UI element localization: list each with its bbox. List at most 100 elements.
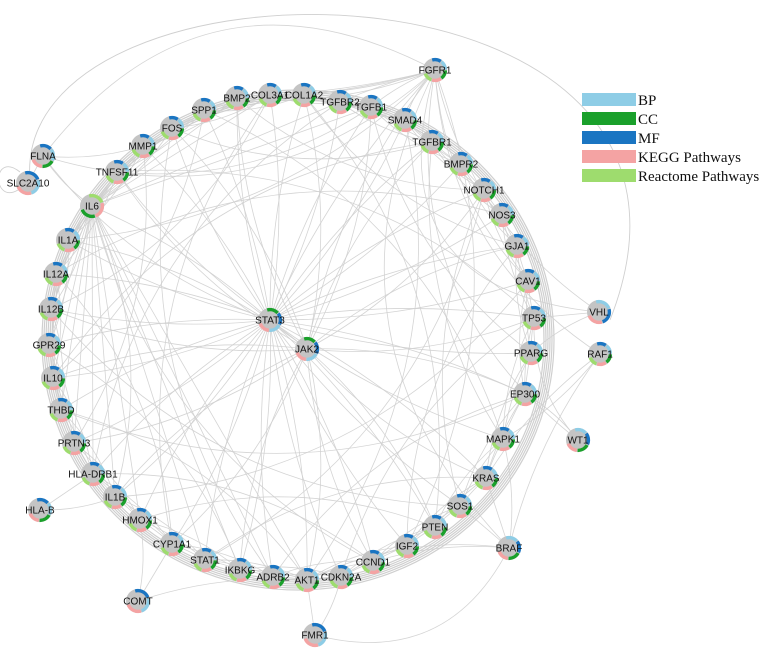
- node-il6[interactable]: IL6: [80, 193, 105, 219]
- node-ring-segment: [346, 567, 354, 577]
- edge: [485, 353, 601, 479]
- edge: [269, 319, 342, 578]
- node-cyp1a1[interactable]: CYP1A1: [153, 531, 192, 557]
- node-bmp2[interactable]: BMP2: [223, 85, 251, 111]
- node-ring-segment: [30, 179, 41, 195]
- node-ring-segment: [192, 112, 202, 122]
- node-slc2a10[interactable]: SLC2A10: [7, 170, 50, 196]
- node-fos[interactable]: FOS: [160, 115, 185, 141]
- node-spp1[interactable]: SPP1: [191, 97, 217, 123]
- node-ring-segment: [527, 340, 538, 346]
- node-il10[interactable]: IL10: [41, 365, 66, 391]
- node-fgfr1[interactable]: FGFR1: [419, 57, 452, 83]
- node-ring-segment: [266, 82, 277, 88]
- node-tnfsf11[interactable]: TNFSF11: [96, 159, 139, 185]
- node-ring-segment: [41, 380, 51, 390]
- edge: [269, 319, 408, 547]
- node-mmp1[interactable]: MMP1: [129, 133, 158, 159]
- node-braf[interactable]: BRAF: [496, 535, 523, 561]
- node-ring-segment: [148, 136, 156, 146]
- node-il12a[interactable]: IL12A: [43, 261, 69, 287]
- node-ikbkg[interactable]: IKBKG: [225, 557, 256, 583]
- node-circle: [56, 228, 80, 252]
- node-ring-segment: [210, 550, 218, 560]
- edge: [508, 353, 601, 549]
- node-gja1[interactable]: GJA1: [504, 233, 530, 259]
- node-ring-segment: [295, 351, 307, 362]
- node-fmr1[interactable]: FMR1: [301, 622, 329, 648]
- node-hmox1[interactable]: HMOX1: [122, 507, 158, 533]
- node-pten[interactable]: PTEN: [422, 514, 449, 540]
- legend-swatch-cc: [582, 112, 636, 125]
- node-ring-segment: [574, 427, 587, 435]
- edge: [306, 348, 436, 528]
- node-col3a1[interactable]: COL3A1: [251, 82, 290, 108]
- node-hla-drb1[interactable]: HLA-DRB1: [68, 461, 118, 487]
- edge: [92, 473, 173, 545]
- node-prtn3[interactable]: PRTN3: [58, 430, 91, 456]
- node-il12b[interactable]: IL12B: [38, 296, 64, 322]
- node-wt1[interactable]: WT1: [566, 427, 591, 453]
- node-tgfbr2[interactable]: TGFBR2: [320, 89, 360, 115]
- node-ring-segment: [539, 308, 547, 318]
- node-stat3[interactable]: STAT3: [255, 307, 285, 333]
- node-circle: [393, 108, 417, 132]
- node-ep300[interactable]: EP300: [510, 381, 540, 407]
- node-ring-segment: [236, 577, 247, 583]
- node-label: FGFR1: [419, 66, 452, 77]
- node-col1a2[interactable]: COL1A2: [285, 82, 324, 108]
- node-thbd[interactable]: THBD: [47, 397, 75, 423]
- node-ring-segment: [403, 553, 414, 559]
- node-nos3[interactable]: NOS3: [488, 202, 516, 228]
- node-circle: [329, 565, 353, 589]
- node-pparg[interactable]: PPARG: [514, 340, 548, 366]
- node-label: IL10: [43, 374, 63, 385]
- node-tgfb1[interactable]: TGFB1: [355, 94, 388, 120]
- node-stat1[interactable]: STAT1: [190, 547, 220, 573]
- node-ring-segment: [369, 549, 380, 555]
- node-ring-segment: [367, 114, 378, 120]
- node-circle: [80, 194, 104, 218]
- node-flna[interactable]: FLNA: [30, 143, 56, 169]
- node-notch1[interactable]: NOTCH1: [463, 177, 505, 203]
- node-akt1[interactable]: AKT1: [294, 567, 320, 593]
- node-ring-segment: [329, 579, 339, 589]
- node-circle: [474, 466, 498, 490]
- node-ring-segment: [309, 85, 317, 95]
- node-circle: [491, 427, 515, 451]
- node-il1b[interactable]: IL1B: [103, 484, 128, 510]
- node-smad4[interactable]: SMAD4: [388, 107, 423, 133]
- node-ccnd1[interactable]: CCND1: [356, 549, 391, 575]
- node-igf2[interactable]: IGF2: [395, 533, 420, 559]
- node-jak2[interactable]: JAK2: [295, 336, 320, 362]
- edge: [91, 205, 308, 581]
- node-vhl[interactable]: VHL: [587, 299, 612, 325]
- node-circle: [228, 558, 252, 582]
- node-ring-segment: [113, 159, 124, 165]
- node-adrb2[interactable]: ADRB2: [256, 564, 290, 590]
- node-sos1[interactable]: SOS1: [447, 493, 474, 519]
- node-label: STAT3: [255, 316, 285, 327]
- node-ring-segment: [456, 493, 467, 499]
- node-raf1[interactable]: RAF1: [587, 341, 613, 367]
- node-circle: [192, 98, 216, 122]
- node-comt[interactable]: COMT: [123, 588, 153, 614]
- node-ring-segment: [70, 450, 81, 456]
- edge: [60, 205, 93, 411]
- node-tp53[interactable]: TP53: [522, 305, 547, 331]
- node-circle: [505, 234, 529, 258]
- node-ring-segment: [306, 353, 318, 362]
- node-hla-b[interactable]: HLA-B: [25, 497, 55, 523]
- node-il1a[interactable]: IL1A: [56, 227, 81, 253]
- node-label: FMR1: [301, 631, 329, 642]
- node-ring-segment: [313, 341, 320, 355]
- edge: [306, 141, 433, 350]
- node-mapk1[interactable]: MAPK1: [486, 426, 520, 452]
- node-kras[interactable]: KRAS: [472, 465, 500, 491]
- node-cav1[interactable]: CAV1: [515, 268, 541, 294]
- node-bmpr2[interactable]: BMPR2: [444, 151, 479, 177]
- node-tgfbr1[interactable]: TGFBR1: [412, 129, 452, 155]
- node-gpr29[interactable]: GPR29: [33, 332, 66, 358]
- edge: [67, 239, 271, 321]
- node-cdkn2a[interactable]: CDKN2A: [321, 564, 362, 590]
